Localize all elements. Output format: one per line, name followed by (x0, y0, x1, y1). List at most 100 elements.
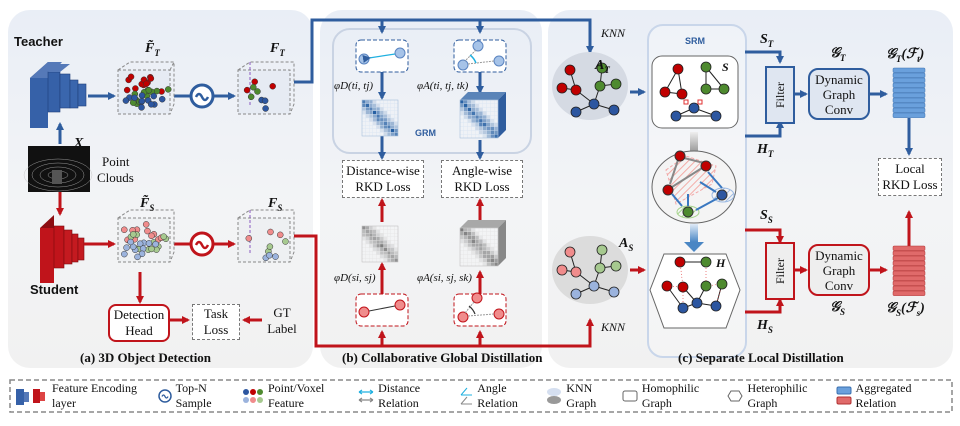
homophilic-graph-icon (622, 390, 638, 402)
feature-point (138, 97, 146, 105)
matrix-cell (490, 231, 495, 236)
student-aggregated-relation (892, 245, 926, 296)
matrix-cell (365, 236, 370, 241)
heterophilic-node (700, 280, 712, 292)
feature-point (160, 233, 167, 240)
matrix-cell (361, 225, 366, 230)
legend-label: KNN Graph (566, 381, 597, 410)
matrix-cell (482, 227, 487, 232)
matrix-cell (383, 110, 388, 115)
teacher-aggregated-relation (892, 67, 926, 118)
teacher-distance-matrix (361, 99, 399, 137)
matrix-cell (486, 235, 491, 240)
matrix-cell (463, 239, 468, 244)
matrix-cell (365, 128, 370, 133)
matrix-cell (482, 243, 487, 248)
local-rkd-loss-box: Local RKD Loss (878, 158, 942, 196)
matrix-cell (387, 107, 391, 111)
legend: Feature Encoding layer Top-N Sample Poin… (16, 381, 950, 411)
matrix-cell (475, 239, 480, 244)
homophilic-symbol: S (722, 60, 729, 74)
matrix-cell (490, 118, 495, 123)
matrix-cell (369, 128, 373, 133)
matrix-cell (379, 125, 384, 129)
feature-encoding-icon (16, 389, 45, 405)
matrix-cell (494, 250, 499, 255)
matrix-cell (494, 118, 499, 123)
matrix-cell (478, 250, 483, 255)
teacher-dgc-line1: Dynamic (815, 71, 863, 87)
matrix-cell (478, 103, 483, 108)
matrix-cell (463, 122, 468, 127)
feature-point (138, 250, 146, 258)
matrix-cell (490, 239, 495, 244)
matrix-cell (478, 111, 483, 116)
matrix-cell (376, 247, 381, 252)
relation-layer (892, 82, 926, 88)
student-angle-tensor (459, 220, 506, 267)
student-label: Student (30, 282, 79, 297)
matrix-cell (463, 250, 468, 255)
task-loss-line1: Task (203, 306, 229, 321)
matrix-cell (369, 132, 373, 137)
feature-point (121, 250, 128, 258)
matrix-cell (463, 115, 468, 120)
matrix-cell (372, 125, 377, 129)
matrix-cell (471, 130, 476, 135)
matrix-cell (361, 247, 366, 252)
relation-layer (892, 67, 926, 73)
matrix-cell (372, 121, 377, 126)
matrix-cell (390, 107, 395, 111)
matrix-cell (467, 235, 472, 240)
matrix-cell (376, 251, 381, 255)
matrix-cell (486, 262, 491, 267)
feature-point (142, 221, 150, 228)
knn-node (608, 286, 620, 298)
matrix-cell (376, 254, 381, 259)
legend-item-heterophilic: Heterophilic Graph (727, 381, 835, 411)
matrix-cell (365, 103, 370, 108)
matrix-cell (467, 262, 472, 267)
tensor-side-face (498, 220, 506, 266)
matrix-cell (361, 229, 366, 234)
feature-point (148, 245, 155, 253)
matrix-cell (361, 258, 366, 263)
matrix-cell (361, 117, 366, 122)
matrix-cell (459, 115, 464, 120)
teacher-sampled-feature-label: FT (270, 41, 285, 58)
task-loss-box: Task Loss (192, 304, 240, 340)
matrix-cell (459, 243, 464, 248)
matrix-cell (475, 99, 480, 104)
matrix-cell (486, 122, 491, 127)
matrix-cell (376, 128, 381, 133)
matrix-cell (372, 110, 377, 115)
matrix-cell (376, 240, 381, 245)
matrix-cell (475, 118, 480, 123)
matrix-cell (379, 121, 384, 126)
matrix-cell (379, 128, 384, 133)
matrix-cell (369, 229, 373, 234)
relation-layer (892, 285, 926, 291)
matrix-cell (478, 254, 483, 259)
matrix-cell (463, 235, 468, 240)
student-output-label: 𝒢S(ℱs) (886, 301, 925, 318)
matrix-cell (459, 130, 464, 135)
filter-mark (683, 99, 689, 105)
matrix-cell (372, 107, 377, 111)
aggregate-down-arrow (690, 224, 698, 242)
local-loss-line2: RKD Loss (882, 177, 938, 192)
matrix-cell (486, 243, 491, 248)
matrix-cell (390, 132, 395, 137)
matrix-cell (478, 227, 483, 232)
matrix-cell (372, 236, 377, 241)
matrix-cell (390, 114, 395, 119)
knn-node (596, 244, 608, 256)
heterophilic-graph-box (649, 253, 741, 329)
matrix-cell (482, 134, 487, 139)
matrix-cell (475, 227, 480, 232)
matrix-cell (390, 247, 395, 252)
matrix-cell (486, 134, 491, 139)
knn-node (610, 78, 622, 90)
matrix-cell (478, 262, 483, 267)
